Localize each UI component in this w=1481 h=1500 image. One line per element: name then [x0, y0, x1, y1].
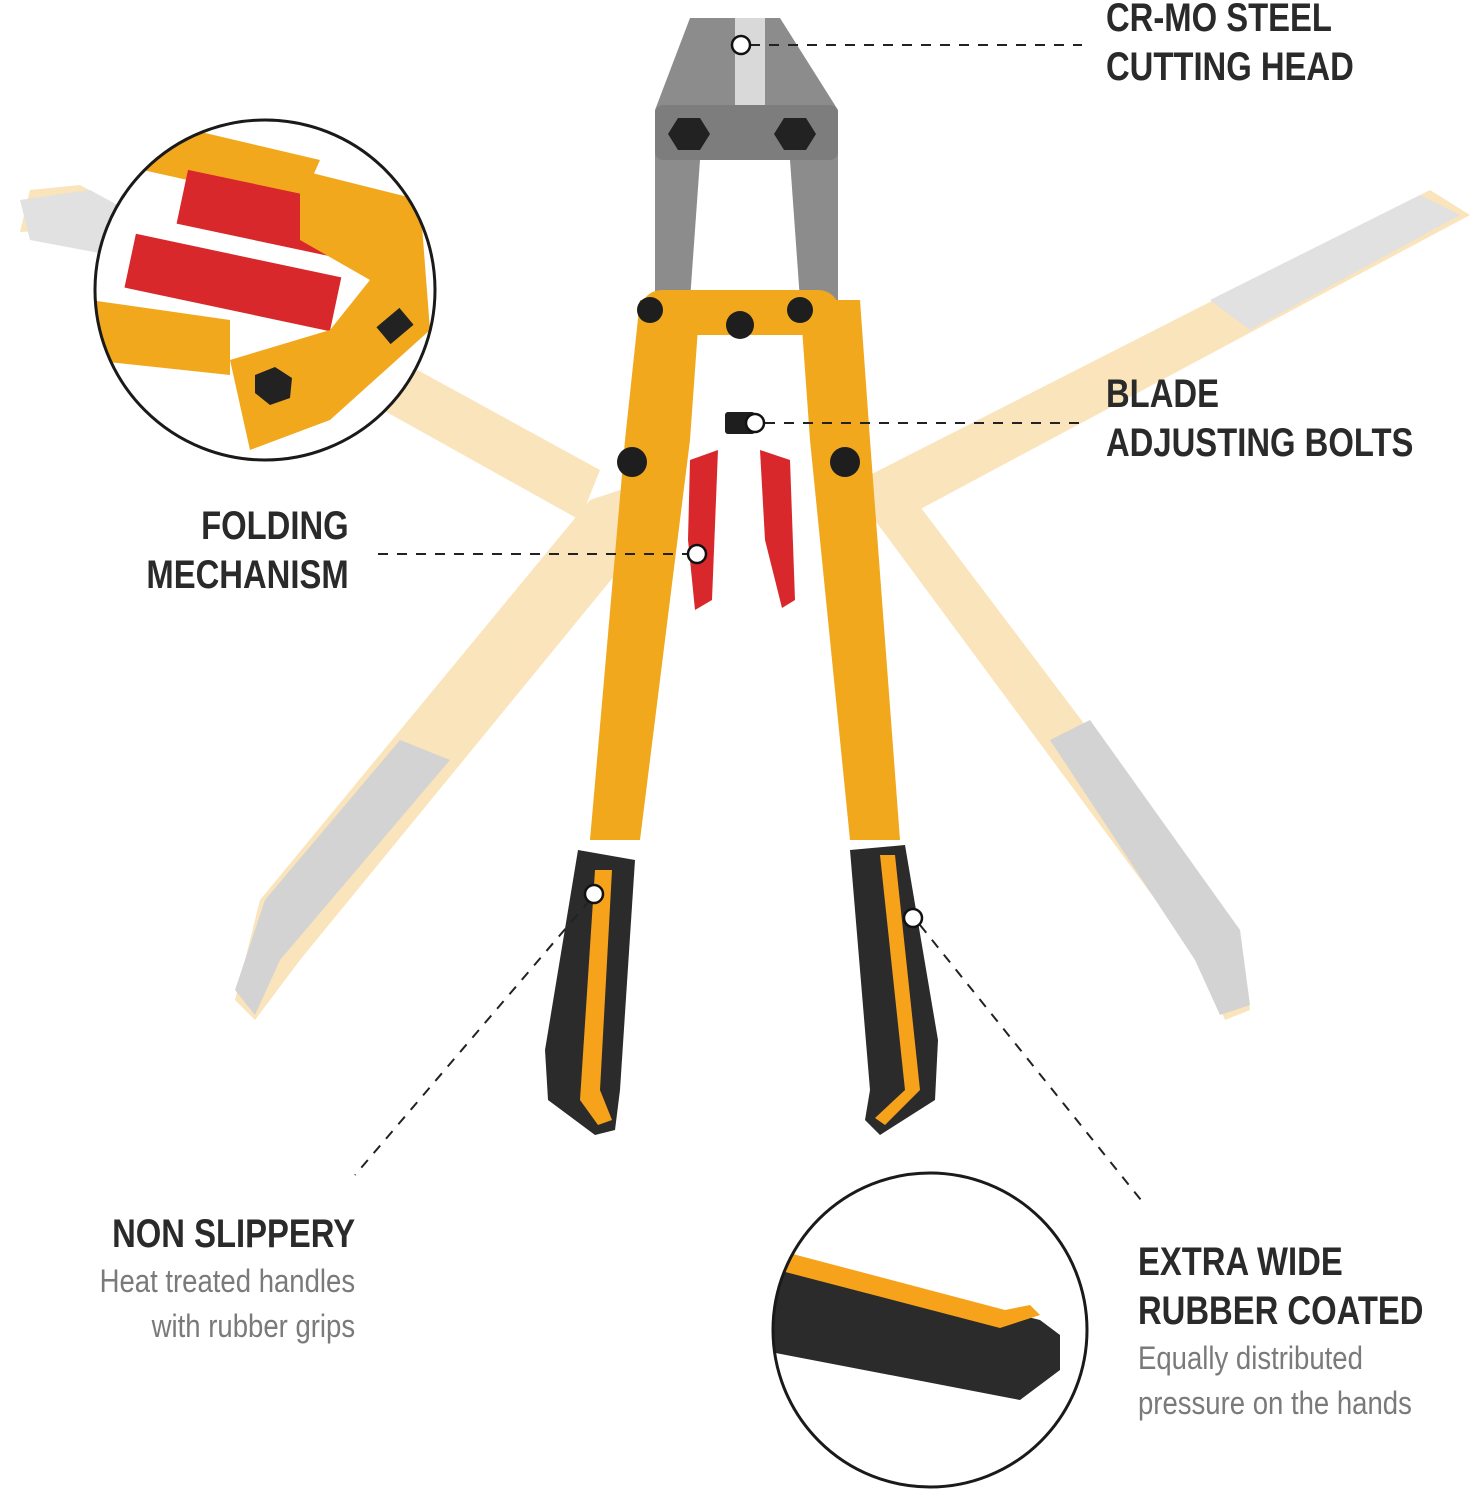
faded-folded-handles [20, 185, 1470, 1020]
callout-subtitle-line: with rubber grips [151, 1308, 355, 1345]
callout-title-line: RUBBER COATED [1138, 1288, 1424, 1333]
callout-dot-non-slippery [583, 883, 605, 905]
callout-subtitle-line: Heat treated handles [99, 1262, 355, 1299]
callout-dot-blade-bolts [744, 412, 766, 434]
callout-title-line: BLADE [1106, 372, 1219, 416]
callout-title-line: FOLDING [201, 504, 349, 548]
main-handles [545, 290, 938, 1135]
callout-title-line: EXTRA WIDE [1138, 1240, 1343, 1284]
callout-title-line: CR-MO STEEL [1106, 0, 1332, 40]
rubber-grip-inset [771, 1171, 1089, 1489]
cutting-head [655, 18, 838, 300]
callout-dot-cutting-head [730, 34, 752, 56]
callout-title-line: NON SLIPPERY [111, 1212, 355, 1256]
callout-non-slippery: NON SLIPPERY Heat treated handles with r… [58, 1210, 355, 1350]
callout-dot-extra-wide [902, 907, 924, 929]
callout-subtitle-line: Equally distributed [1138, 1339, 1363, 1376]
callout-extra-wide-rubber-coated: EXTRA WIDE RUBBER COATED Equally distrib… [1138, 1238, 1481, 1426]
callout-title-line: ADJUSTING BOLTS [1106, 420, 1414, 465]
callout-folding-mechanism: FOLDING MECHANISM [102, 502, 349, 600]
callout-cutting-head: CR-MO STEEL CUTTING HEAD [1106, 0, 1408, 92]
callout-blade-adjusting-bolts: BLADE ADJUSTING BOLTS [1106, 370, 1481, 468]
callout-title-line: CUTTING HEAD [1106, 44, 1354, 89]
callout-dot-folding [686, 543, 708, 565]
callout-subtitle-line: pressure on the hands [1138, 1385, 1412, 1422]
callout-title-line: MECHANISM [146, 552, 349, 597]
callout-lines [354, 44, 1146, 1206]
callout-dots [583, 34, 924, 929]
folding-mechanism-inset [93, 118, 437, 462]
